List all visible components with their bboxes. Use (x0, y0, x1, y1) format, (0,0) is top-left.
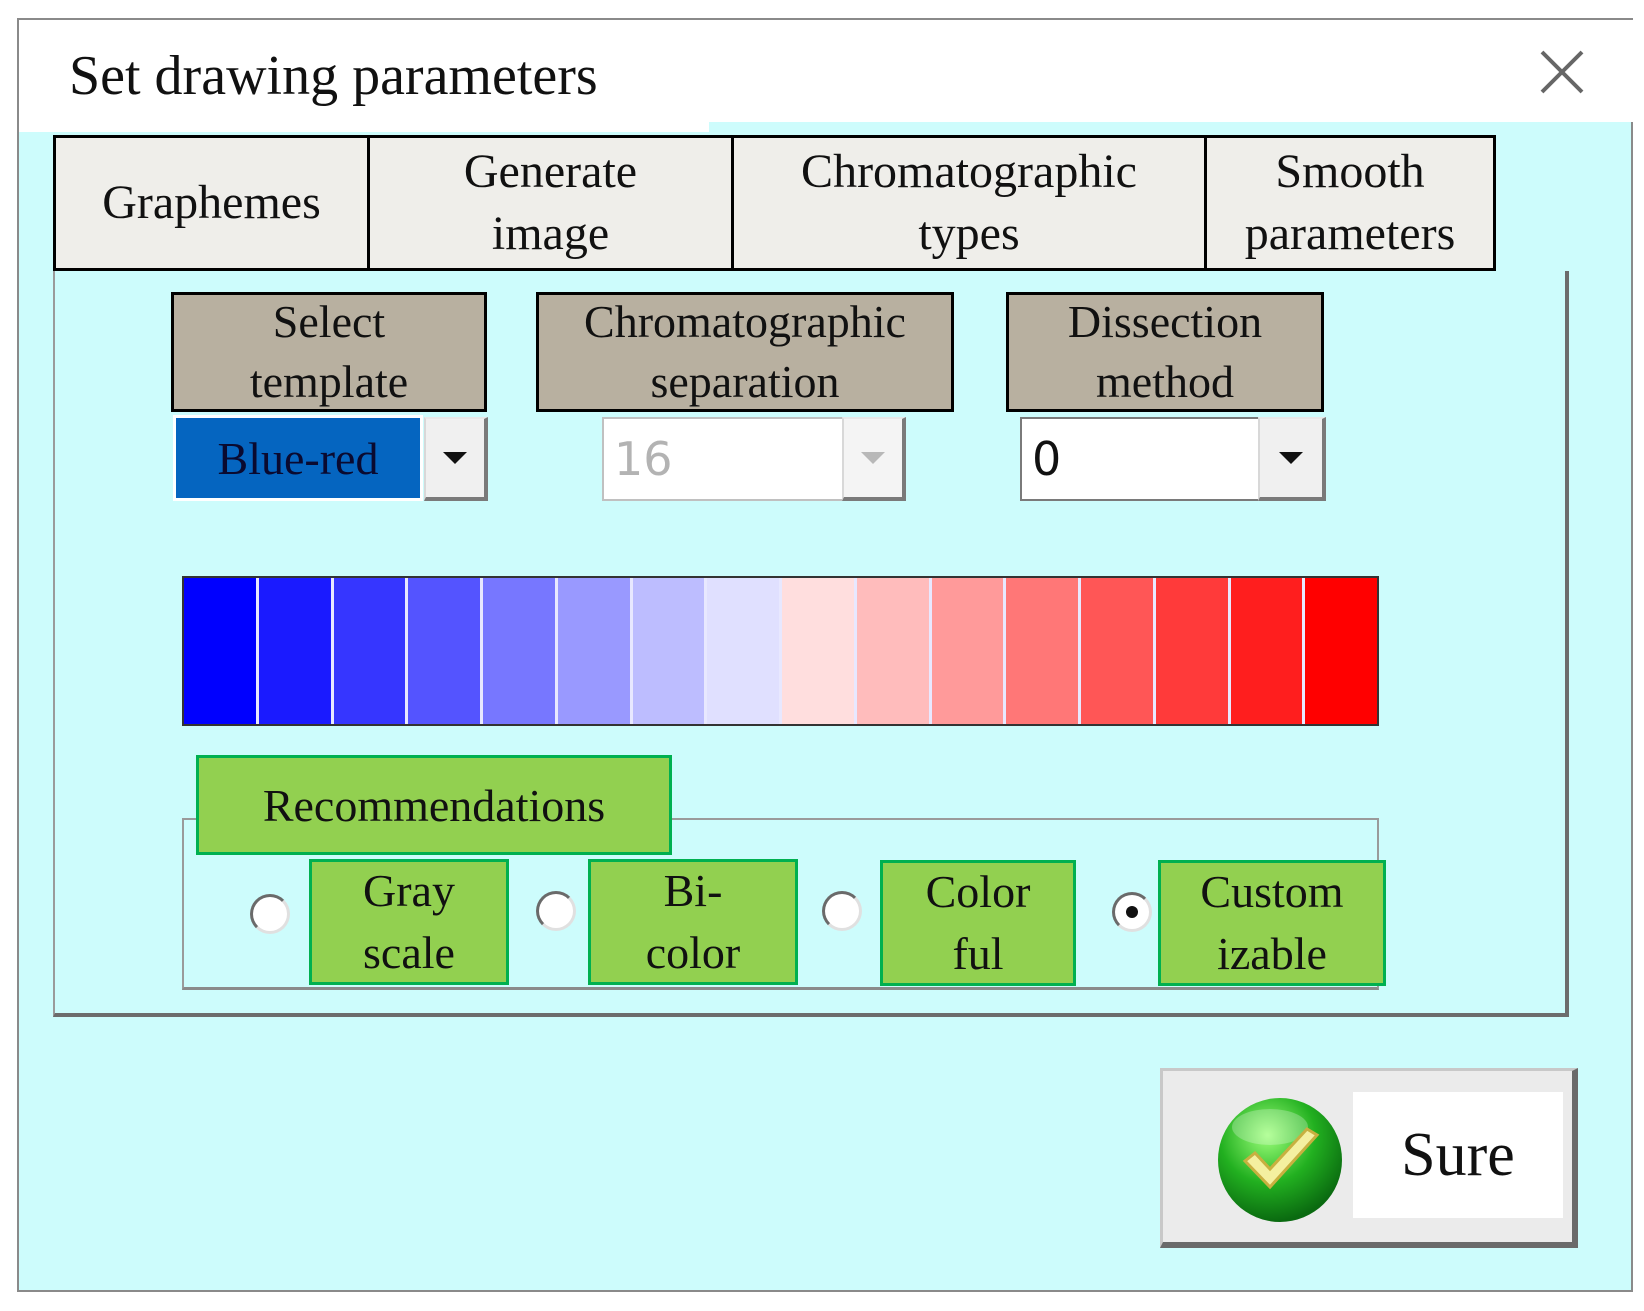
tab-graphemes[interactable]: Graphemes (56, 138, 370, 268)
separation-select[interactable]: 16 (602, 417, 842, 501)
window-title: Set drawing parameters (69, 45, 598, 107)
chromatographic-separation-label: Chromatographic separation (536, 292, 954, 412)
green-check-icon (1218, 1098, 1342, 1222)
option-bi-color-label[interactable]: Bi-color (588, 859, 798, 985)
tab-chromatographic-types[interactable]: Chromatographic types (734, 138, 1207, 268)
chevron-down-icon (443, 452, 467, 464)
select-template-label: Select template (171, 292, 487, 412)
color-swatch (632, 578, 708, 724)
tab-content-panel (53, 271, 1569, 1017)
radio-selected-dot (1126, 906, 1138, 918)
color-swatch (856, 578, 932, 724)
title-bar: Set drawing parameters (19, 20, 709, 132)
color-swatch (1305, 578, 1377, 724)
color-swatch (707, 578, 782, 724)
chevron-down-icon (861, 452, 885, 464)
recommendations-title: Recommendations (196, 755, 672, 855)
close-icon[interactable] (1534, 44, 1590, 100)
option-gray-scale-label[interactable]: Gray scale (309, 859, 509, 985)
option-colorful-label[interactable]: Color ful (880, 860, 1076, 986)
color-swatch (1230, 578, 1306, 724)
color-swatch (557, 578, 633, 724)
tab-smooth-parameters[interactable]: Smooth parameters (1207, 138, 1493, 268)
color-swatch (1006, 578, 1081, 724)
color-swatch (1081, 578, 1156, 724)
color-swatch (782, 578, 857, 724)
sure-button-label: Sure (1353, 1092, 1563, 1218)
color-swatch (408, 578, 483, 724)
separation-dropdown-button[interactable] (842, 417, 906, 501)
color-scale-preview (182, 576, 1379, 726)
color-swatch (258, 578, 334, 724)
template-select[interactable]: Blue-red (173, 415, 423, 501)
tab-generate-image[interactable]: Generate image (370, 138, 734, 268)
radio-colorful[interactable] (822, 891, 862, 931)
sure-button[interactable]: Sure (1160, 1068, 1578, 1248)
color-swatch (483, 578, 558, 724)
dissection-method-label: Dissection method (1006, 292, 1324, 412)
option-customizable-label[interactable]: Custom izable (1158, 860, 1386, 986)
template-dropdown-button[interactable] (424, 417, 488, 501)
radio-bi-color[interactable] (536, 891, 576, 931)
color-swatch (333, 578, 409, 724)
radio-gray-scale[interactable] (250, 894, 290, 934)
tab-bar: Graphemes Generate image Chromatographic… (53, 135, 1496, 271)
chevron-down-icon (1279, 452, 1303, 464)
color-swatch (184, 578, 259, 724)
radio-customizable[interactable] (1112, 892, 1152, 932)
color-swatch (931, 578, 1007, 724)
dissection-dropdown-button[interactable] (1258, 417, 1326, 501)
color-swatch (1155, 578, 1231, 724)
title-bar-extension (709, 20, 1633, 122)
dissection-select[interactable]: 0 (1020, 417, 1258, 501)
